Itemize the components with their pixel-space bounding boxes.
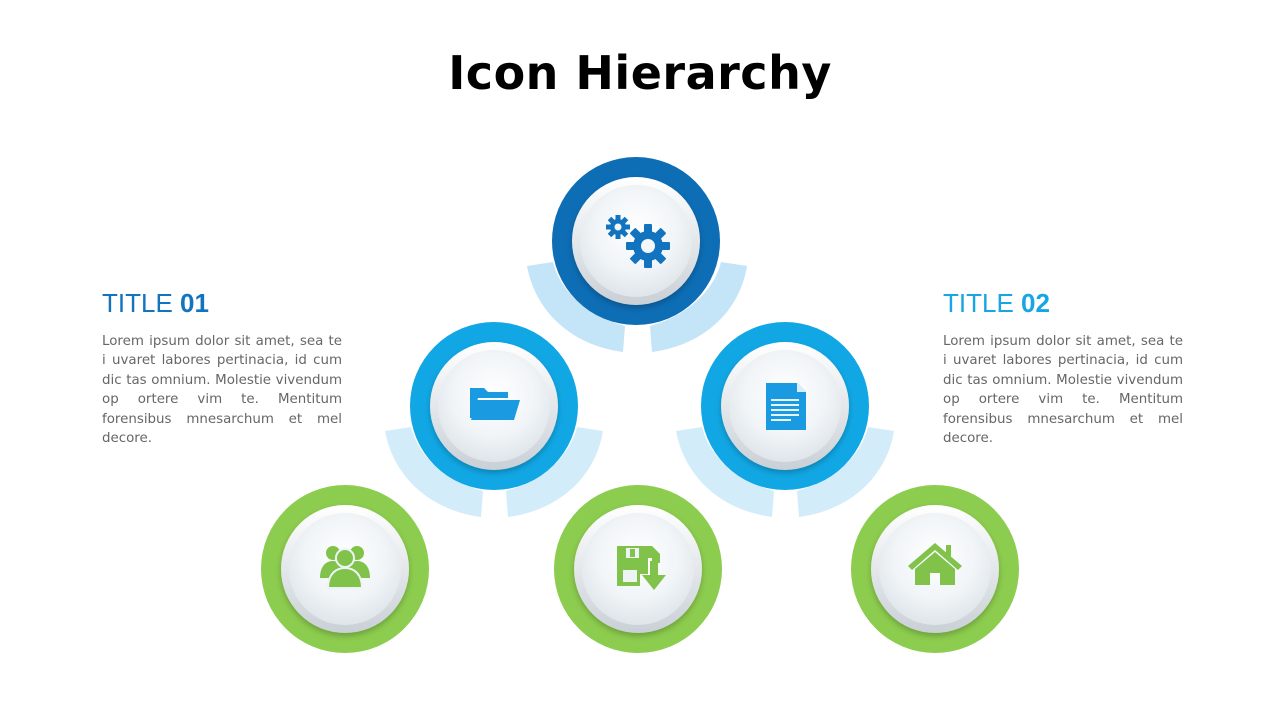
save-download-icon: [617, 546, 666, 590]
document-icon: [766, 383, 806, 430]
page-title: Icon Hierarchy: [448, 46, 832, 100]
title-02-number: 02: [1021, 288, 1050, 318]
users-icon: [320, 546, 370, 589]
folder-icon: [470, 388, 520, 420]
node-bottom-left: [261, 485, 429, 653]
node-middle-right: [701, 322, 869, 490]
title-01-body: Lorem ipsum dolor sit amet, sea te i uva…: [102, 334, 342, 447]
title-02-word: TITLE: [943, 288, 1014, 318]
node-top: [552, 157, 720, 325]
title-01-number: 01: [180, 288, 209, 318]
title-01-heading: TITLE 01: [102, 288, 342, 318]
node-bottom-center: [554, 485, 722, 653]
home-icon: [908, 543, 962, 585]
title-01-block: TITLE 01 Lorem ipsum dolor sit amet, sea…: [102, 288, 342, 448]
node-middle-left: [410, 322, 578, 490]
bracket-middle-right: [676, 427, 894, 517]
title-02-heading: TITLE 02: [943, 288, 1183, 318]
node-bottom-right: [851, 485, 1019, 653]
title-02-block: TITLE 02 Lorem ipsum dolor sit amet, sea…: [943, 288, 1183, 448]
bracket-top: [527, 262, 747, 352]
title-01-word: TITLE: [102, 288, 173, 318]
bracket-middle-left: [385, 427, 603, 517]
title-02-body: Lorem ipsum dolor sit amet, sea te i uva…: [943, 334, 1183, 447]
